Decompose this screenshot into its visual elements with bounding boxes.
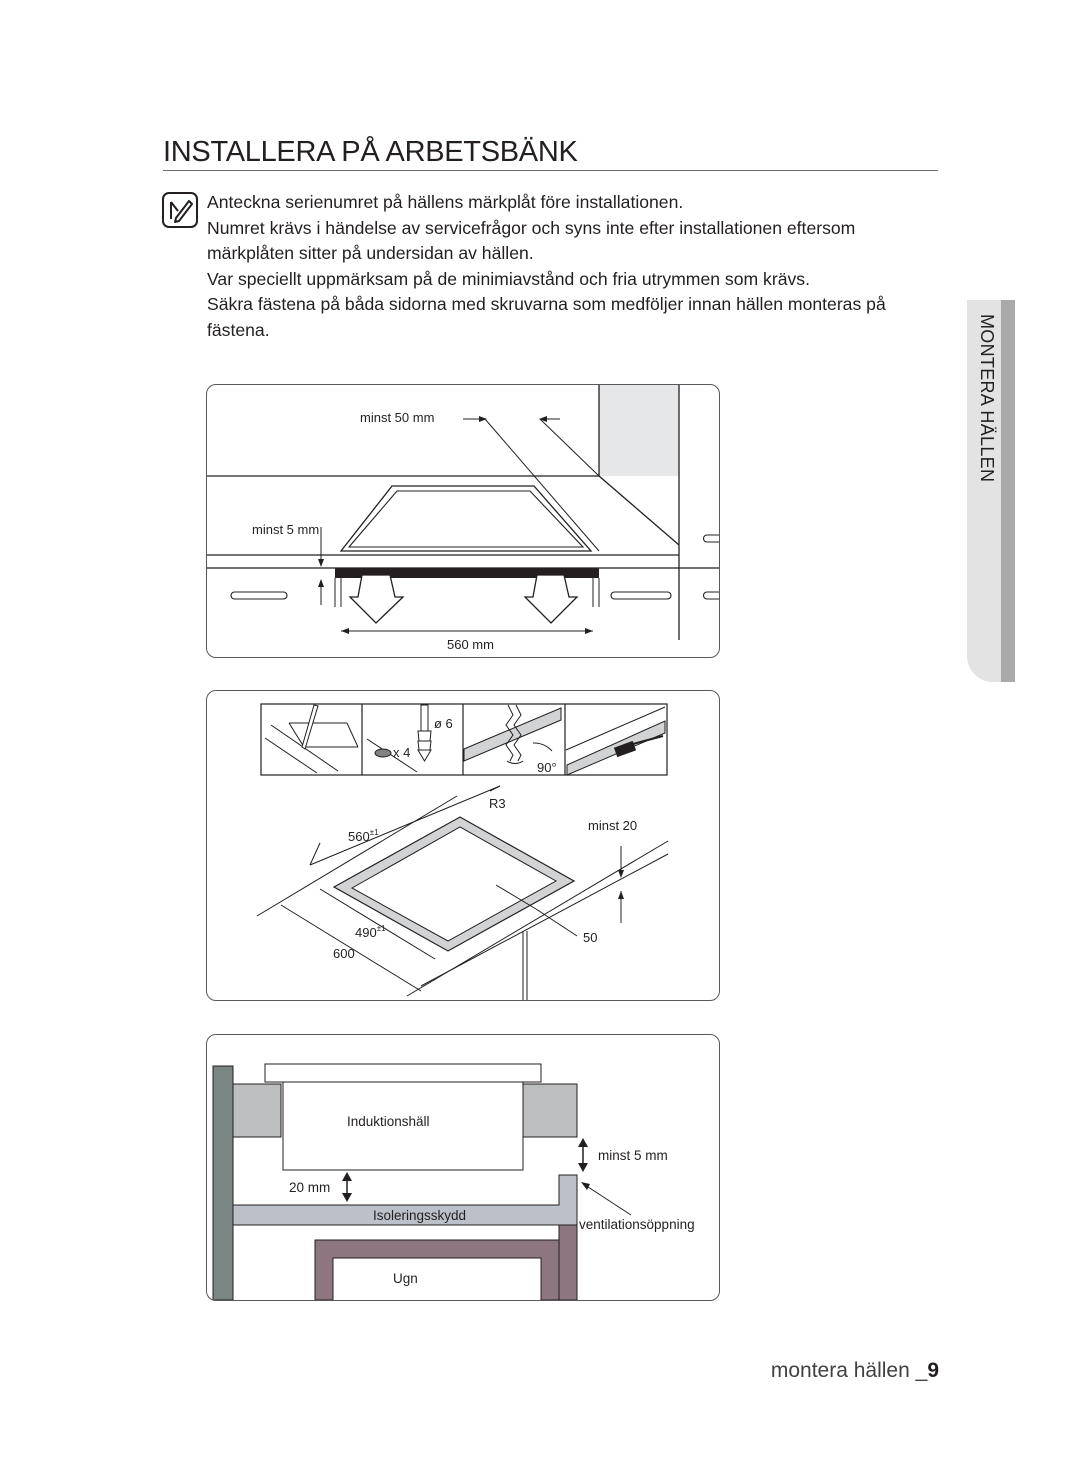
title-divider — [163, 170, 938, 171]
section-side-tab: MONTERA HÄLLEN — [967, 300, 1015, 682]
footer-section: montera hällen _ — [770, 1359, 928, 1382]
page-title: INSTALLERA PÅ ARBETSBÄNK — [163, 136, 578, 168]
note-paragraph: Säkra fästena på båda sidorna med skruva… — [207, 294, 886, 340]
note-paragraph: Anteckna serienumret på hällens märkplåt… — [207, 192, 684, 212]
cutout-diagram: x 4 ø 6 90° R3 560±1 490±1 — [206, 690, 720, 1001]
label-worktop-depth: 600 — [333, 946, 355, 961]
side-tab-label: MONTERA HÄLLEN — [977, 314, 997, 483]
label-back-50: 50 — [583, 930, 597, 945]
note-paragraph: Var speciellt uppmärksam på de minimiavs… — [207, 268, 810, 289]
label-cut-width: 560±1 — [348, 828, 379, 844]
label-count: x 4 — [393, 745, 410, 760]
installation-note: Anteckna serienumret på hällens märkplåt… — [207, 190, 947, 343]
ventilation-diagram: Induktionshäll 20 mm minst 5 mm Isolerin… — [206, 1034, 720, 1301]
side-tab-bar — [1001, 300, 1015, 682]
label-20mm: 20 mm — [289, 1180, 330, 1195]
label-cut-depth: 490±1 — [355, 924, 386, 940]
note-pencil-icon — [162, 192, 198, 228]
label-angle: 90° — [537, 760, 557, 775]
page-footer: montera hällen _9 — [771, 1359, 939, 1383]
label-oven: Ugn — [393, 1271, 418, 1286]
label-drill: ø 6 — [434, 716, 453, 731]
label-radius: R3 — [489, 796, 506, 811]
label-min-50mm: minst 50 mm — [360, 410, 434, 425]
page-number: 9 — [927, 1359, 939, 1382]
label-insulation: Isoleringsskydd — [373, 1208, 466, 1223]
note-paragraph: Numret krävs i händelse av servicefrågor… — [207, 217, 856, 264]
label-min-5mm: minst 5 mm — [598, 1148, 668, 1163]
label-min-20: minst 20 — [588, 818, 637, 833]
clearance-diagram: minst 50 mm minst 5 mm 560 mm — [206, 384, 720, 658]
label-induction-hob: Induktionshäll — [347, 1114, 430, 1129]
label-560mm: 560 mm — [447, 637, 494, 652]
label-min-5mm: minst 5 mm — [252, 522, 319, 537]
label-ventilation: ventilationsöppning — [579, 1217, 695, 1232]
